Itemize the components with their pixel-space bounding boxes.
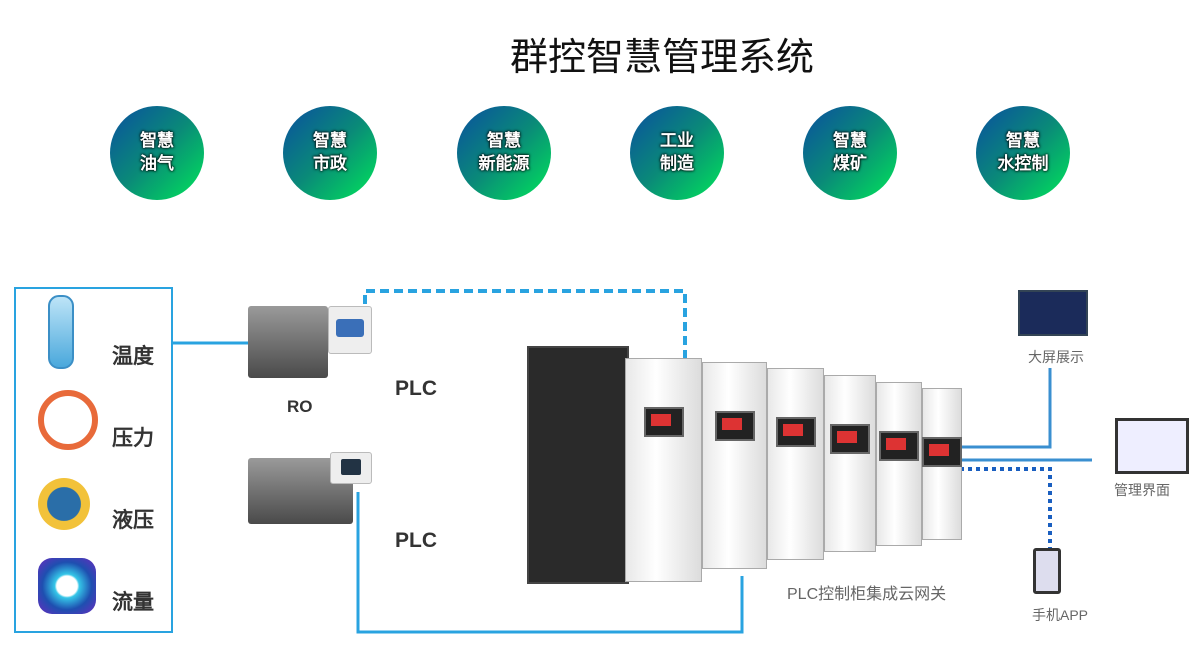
- plc2-solid-line: [356, 492, 744, 634]
- flow-meter-icon: [38, 558, 96, 614]
- sensor-hydraulic: 液压: [112, 508, 154, 532]
- management-monitor-icon: [1115, 418, 1189, 474]
- industry-coal-mine: 智慧煤矿: [803, 106, 897, 200]
- industry-water-control: 智慧水控制: [976, 106, 1070, 200]
- plc-label-2: PLC: [395, 529, 437, 552]
- plc1-dashed-line: [363, 289, 687, 362]
- sensor-pressure: 压力: [112, 426, 154, 450]
- management-label: 管理界面: [1114, 482, 1170, 498]
- ethernet-port-icon: [330, 452, 372, 484]
- industry-municipal: 智慧市政: [283, 106, 377, 200]
- serial-port-icon: [328, 306, 372, 354]
- big-screen-icon: [1018, 290, 1088, 336]
- thermometer-icon: [48, 295, 74, 369]
- pressure-gauge-icon: [38, 390, 98, 450]
- industry-manufacturing: 工业制造: [630, 106, 724, 200]
- ro-label: RO: [287, 397, 313, 416]
- industry-oil-gas: 智慧油气: [110, 106, 204, 200]
- plc-label-1: PLC: [395, 377, 437, 400]
- sensor-panel: [14, 287, 173, 633]
- big-screen-line: [960, 368, 1052, 449]
- plc-module-1: [248, 306, 328, 378]
- hydraulic-gauge-icon: [38, 478, 90, 530]
- mobile-dotted-line: [960, 467, 1052, 552]
- big-screen-label: 大屏展示: [1028, 349, 1084, 365]
- mobile-phone-icon: [1033, 548, 1061, 594]
- cabinet-label: PLC控制柜集成云网关: [787, 586, 947, 603]
- page-title: 群控智慧管理系统: [509, 35, 814, 79]
- sensor-temperature: 温度: [112, 344, 154, 368]
- sensor-flow: 流量: [112, 590, 154, 614]
- industry-new-energy: 智慧新能源: [457, 106, 551, 200]
- mobile-label: 手机APP: [1032, 607, 1089, 623]
- server-rack: [527, 346, 629, 584]
